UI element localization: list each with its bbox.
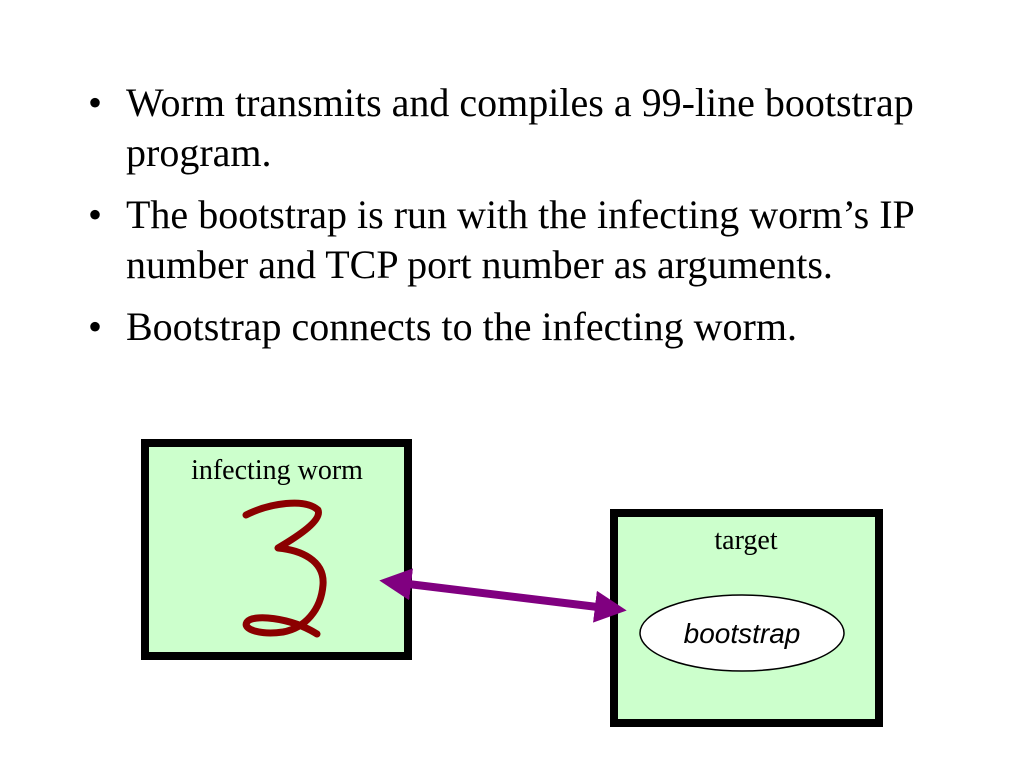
- bullet-text: Bootstrap connects to the infecting worm…: [126, 304, 797, 349]
- bullet-dot: •: [88, 192, 103, 237]
- bullet-item: • Worm transmits and compiles a 99-line …: [88, 78, 988, 178]
- bullet-item: • Bootstrap connects to the infecting wo…: [88, 302, 988, 352]
- bullet-list: • Worm transmits and compiles a 99-line …: [88, 78, 988, 364]
- bullet-dot: •: [88, 304, 103, 349]
- infecting-worm-label: infecting worm: [191, 455, 363, 486]
- target-label: target: [714, 525, 777, 556]
- bootstrap-ellipse: [639, 594, 845, 672]
- handwritten-three-icon: [242, 499, 327, 638]
- bootstrap-label: bootstrap: [684, 618, 801, 649]
- bullet-text: Worm transmits and compiles a 99-line bo…: [126, 80, 914, 175]
- bullet-item: • The bootstrap is run with the infectin…: [88, 190, 988, 290]
- bidirectional-arrow: [379, 568, 627, 623]
- bullet-dot: •: [88, 80, 103, 125]
- bullet-text: The bootstrap is run with the infecting …: [126, 192, 914, 287]
